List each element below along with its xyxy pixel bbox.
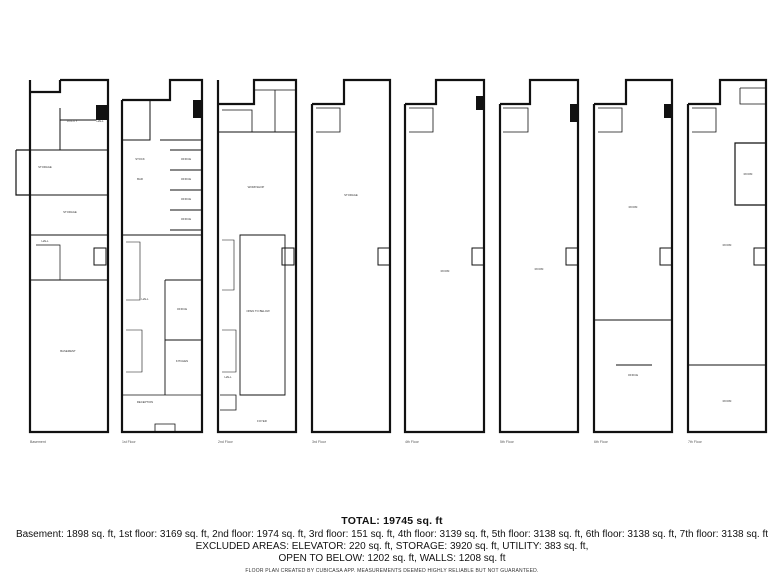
room-label: OFFICE: [181, 177, 191, 181]
room-label: OFFICE: [181, 157, 191, 161]
room-label: STORAGE: [63, 210, 77, 214]
room-label: WORKSHOP: [248, 185, 265, 189]
room-label: BASEMENT: [60, 349, 76, 353]
room-label: HALL: [42, 239, 49, 243]
floor-caption: 2nd Floor: [218, 440, 234, 444]
plan-4th-floor: [403, 78, 486, 434]
floor-caption: 6th Floor: [594, 440, 609, 444]
excluded-areas: EXCLUDED AREAS: ELEVATOR: 220 sq. ft, ST…: [195, 541, 589, 552]
room-label: UTILITY: [67, 119, 78, 123]
floor-plans-diagram: BASEMENT STORAGE STORAGE UTILITY HALL HALL BAR…: [15, 78, 768, 444]
room-label: OPEN TO BELOW: [246, 309, 270, 313]
room-label: ROOM: [744, 172, 753, 176]
floor-caption: 3rd Floor: [312, 440, 327, 444]
floor-caption: 1st Floor: [122, 440, 136, 444]
room-label: ROOM: [535, 267, 544, 271]
room-label: RECEPTION: [137, 400, 153, 404]
room-label: ROOM: [723, 243, 732, 247]
floor-caption: 5th Floor: [500, 440, 515, 444]
room-label: ROOM: [723, 399, 732, 403]
floor-areas: Basement: 1898 sq. ft, 1st floor: 3169 s…: [15, 529, 769, 540]
room-label: ROOM: [441, 269, 450, 273]
room-label: STORAGE: [344, 193, 358, 197]
room-label: HALL: [97, 119, 104, 123]
plan-basement: [15, 78, 110, 434]
room-label: OFFICE: [181, 197, 191, 201]
plan-5th-floor: [498, 78, 580, 434]
room-label: FOYER: [257, 419, 267, 423]
plan-2nd-floor: [216, 78, 298, 434]
room-label: ROOM: [629, 205, 638, 209]
room-label: HALL: [142, 297, 149, 301]
floor-caption: 4th Floor: [405, 440, 420, 444]
plan-3rd-floor: [310, 78, 392, 434]
room-label: OFFICE: [628, 373, 638, 377]
plan-6th-floor: [592, 78, 674, 434]
floor-caption: Basement: [30, 440, 46, 444]
room-label: OFFICE: [181, 217, 191, 221]
disclaimer: FLOOR PLAN CREATED BY CUBICASA APP. MEAS…: [245, 568, 539, 574]
plan-1st-floor: [120, 78, 204, 434]
room-label: HALL: [225, 375, 232, 379]
floor-caption: 7th Floor: [688, 440, 703, 444]
open-and-walls: OPEN TO BELOW: 1202 sq. ft, WALLS: 1208 …: [278, 553, 506, 564]
plan-7th-floor: [686, 78, 768, 434]
room-label: BAR: [137, 177, 143, 181]
room-label: STOCK: [135, 157, 145, 161]
total-area: TOTAL: 19745 sq. ft: [341, 515, 443, 527]
room-label: KITCHEN: [176, 359, 188, 363]
room-label: STORAGE: [38, 165, 52, 169]
room-label: OFFICE: [177, 307, 187, 311]
